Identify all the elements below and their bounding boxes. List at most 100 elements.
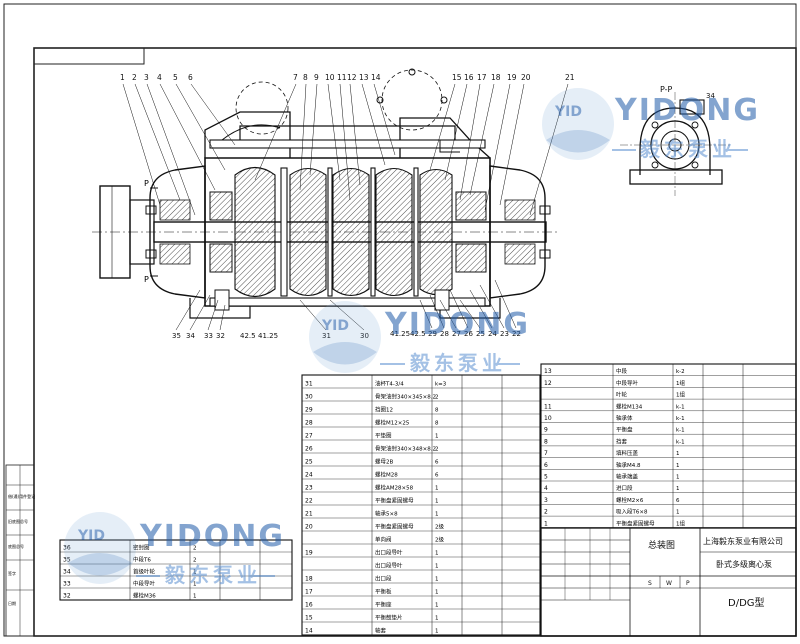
bom-right-name: 中段导叶 bbox=[616, 379, 639, 387]
callout-top-17: 17 bbox=[477, 73, 487, 82]
callout-br-0: 41.25 bbox=[390, 330, 410, 338]
bom-bl-qty: 1 bbox=[193, 594, 197, 600]
foot-left bbox=[189, 298, 251, 319]
bom-right-name: 进口段 bbox=[616, 484, 633, 492]
bom-right-qty: 1 bbox=[676, 463, 680, 469]
watermark-logo-top: YID bbox=[554, 104, 582, 120]
callout-bl-2: 33 bbox=[204, 332, 213, 340]
bom-right-qty: 1 bbox=[676, 475, 680, 481]
bom-right-no: 6 bbox=[544, 462, 548, 469]
bom-left-qty: 1 bbox=[435, 564, 439, 570]
bom-left-name: 出口段导叶 bbox=[375, 562, 403, 570]
bom-left-no: 28 bbox=[305, 420, 313, 427]
bom-left-no: 30 bbox=[305, 394, 313, 401]
bom-left-no: 26 bbox=[305, 446, 313, 453]
inlet-flange-outline bbox=[235, 81, 289, 135]
bom-left-name: 平垫圈 bbox=[375, 432, 392, 440]
impeller-stages bbox=[234, 166, 453, 298]
bom-right-qty: 1 bbox=[676, 486, 680, 492]
bom-right-no: 5 bbox=[544, 474, 548, 481]
bom-left-no: 29 bbox=[305, 407, 313, 414]
callout-bl-3: 32 bbox=[216, 332, 225, 340]
left-stamp-column: 借(通)用件登记 旧底图总号 底图总号 签字 日期 bbox=[5, 464, 35, 637]
callout-top-2: 2 bbox=[132, 73, 137, 82]
bom-right-name: 平衡盘 bbox=[616, 426, 633, 434]
bom-left-qty: 6 bbox=[435, 460, 439, 466]
pump-section-view bbox=[92, 68, 560, 319]
bom-right-qty: 1组 bbox=[676, 519, 685, 527]
bom-left-name: 平衡板 bbox=[375, 588, 392, 596]
callout-top-11: 11 bbox=[337, 73, 347, 82]
watermark-brand-mid: YIDONG bbox=[384, 307, 530, 342]
bom-left-name: 螺栓AM28×58 bbox=[375, 484, 414, 492]
callout-br-5: 26 bbox=[464, 330, 473, 338]
callout-top-15: 15 bbox=[452, 73, 462, 82]
callout-top-5: 5 bbox=[173, 73, 178, 82]
callout-br-7: 24 bbox=[488, 330, 497, 338]
watermark-cn-bottom: 毅东泵业 bbox=[164, 563, 261, 587]
callout-br-4: 27 bbox=[452, 330, 461, 338]
side-view-pp: P-P 34 bbox=[620, 85, 730, 196]
bom-right-qty: 1 bbox=[676, 510, 680, 516]
bom-right-name: 轴承体 bbox=[616, 414, 633, 422]
bom-right-qty: k-1 bbox=[676, 428, 685, 434]
outlet-flange-outline bbox=[381, 69, 443, 131]
bom-right-name: 螺栓M134 bbox=[616, 402, 643, 410]
callout-bl-5: 41.25 bbox=[258, 332, 278, 340]
drawing-name: 总装图 bbox=[648, 539, 675, 551]
bom-left-qty: 1 bbox=[435, 551, 439, 557]
watermark-top: YID YIDONG 毅东泵业 bbox=[542, 88, 760, 161]
bom-left-qty: 1 bbox=[435, 577, 439, 583]
bom-left-qty: 1 bbox=[435, 590, 439, 596]
bom-bl-name: 中段导叶 bbox=[133, 580, 156, 588]
bom-bl-no: 36 bbox=[63, 545, 71, 552]
suction-inlet bbox=[204, 111, 291, 158]
callout-br-3: 28 bbox=[440, 330, 449, 338]
bom-bl-qty: 1 bbox=[193, 570, 197, 576]
callout-bl-1: 34 bbox=[186, 332, 195, 340]
bom-left-no: 24 bbox=[305, 472, 313, 479]
bom-left-no: 18 bbox=[305, 576, 313, 583]
bom-left-no: 19 bbox=[305, 550, 313, 557]
bom-left-qty: 1 bbox=[435, 486, 439, 492]
bom-right-qty: k-2 bbox=[676, 369, 685, 375]
bom-bl-qty: 2 bbox=[193, 558, 197, 564]
stamp-label-2: 旧底图总号 bbox=[8, 518, 28, 524]
watermark-brand-bottom: YIDONG bbox=[139, 519, 285, 554]
foot-right bbox=[439, 298, 501, 319]
bom-left-qty: 8 bbox=[435, 421, 439, 427]
callout-br-1: 42.5 bbox=[410, 330, 426, 338]
callout-top-4: 4 bbox=[157, 73, 162, 82]
bom-bl-no: 35 bbox=[63, 557, 71, 564]
section-marks: P P bbox=[144, 179, 158, 284]
stamp-label-1: 借(通)用件登记 bbox=[8, 493, 35, 499]
bom-left-qty: 1 bbox=[435, 512, 439, 518]
bom-bl-name: 中段T6 bbox=[133, 556, 151, 564]
watermark-cn-mid: 毅东泵业 bbox=[409, 351, 506, 375]
tie-bar-bottom bbox=[209, 297, 486, 307]
bom-right-qty: k-1 bbox=[676, 439, 685, 445]
bom-left-qty: 6 bbox=[435, 473, 439, 479]
callout-br-2: 29 bbox=[428, 330, 437, 338]
bom-left-name: 轴承5×8 bbox=[375, 510, 398, 518]
callout-bl-0: 35 bbox=[172, 332, 181, 340]
tie-bar-top bbox=[209, 139, 486, 149]
bom-right-name: 中段 bbox=[616, 367, 628, 375]
bom-left-qty: 1 bbox=[435, 434, 439, 440]
callout-top-10: 10 bbox=[325, 73, 335, 82]
bom-left-qty: 1 bbox=[435, 629, 439, 635]
callout-br-8: 23 bbox=[500, 330, 509, 338]
bom-left-name: 挡圈12 bbox=[375, 406, 393, 414]
bom-left-qty: 2 bbox=[435, 447, 439, 453]
bom-left-qty: 8 bbox=[435, 408, 439, 414]
watermark-brand-top: YIDONG bbox=[614, 93, 760, 128]
watermark-cn-top: 毅东泵业 bbox=[639, 137, 736, 161]
bom-right-name: 平衡盘紧固螺母 bbox=[616, 519, 655, 527]
callout-top-8: 8 bbox=[303, 73, 308, 82]
bom-left-no: 22 bbox=[305, 498, 313, 505]
callout-bm-0: 31 bbox=[322, 332, 331, 340]
